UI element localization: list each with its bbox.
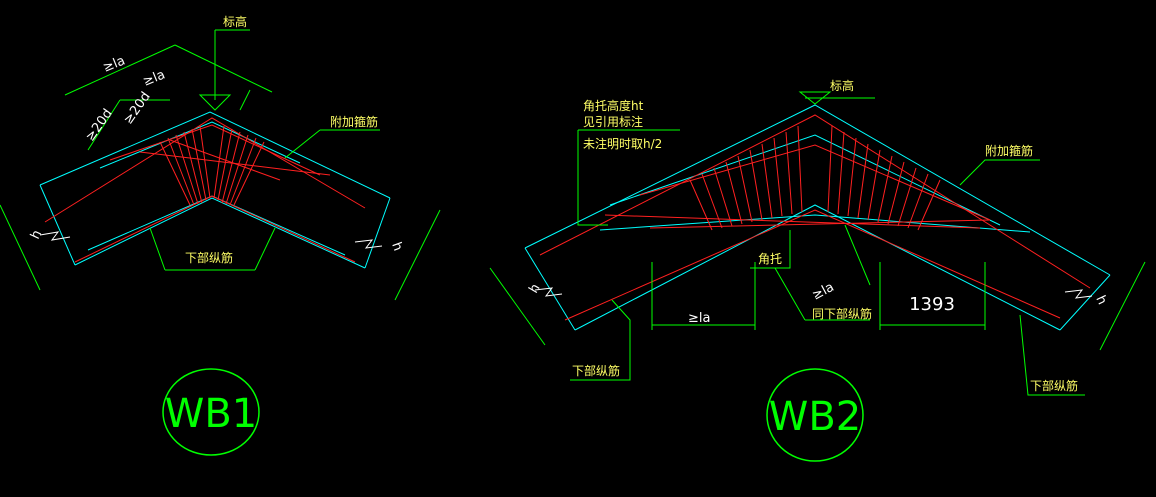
wb1-break-marks (39, 231, 383, 249)
wb1-title: WB1 (165, 391, 257, 437)
wb2-label-haunch: 角托 (758, 252, 782, 266)
wb2-mark-h-right: h (1092, 293, 1109, 307)
wb2-title-ellipse (766, 368, 864, 462)
wb2-rebar (539, 114, 1091, 321)
wb1-extra-stirrups (159, 125, 265, 206)
wb2-dim-la-left: ≥la (688, 311, 710, 326)
wb1-dim-20d-1: ≥20d (83, 106, 116, 144)
wb1-label-elevation: 标高 (223, 14, 247, 29)
wb2-dimension-lines (489, 91, 1146, 396)
wb1-dim-la-1: ≥la (101, 53, 127, 75)
wb2-label-bottom-bar-right: 下部纵筋 (1030, 378, 1078, 393)
wb2-label-extra-stirrup: 附加箍筋 (985, 143, 1033, 158)
wb2-slab-outline (524, 104, 1111, 331)
wb2-detail: 标高 角托高度ht 见引用标注 未注明时取h/2 附加箍筋 角托 同下部纵筋 下… (489, 78, 1146, 462)
wb2-title: WB2 (769, 394, 861, 440)
wb1-label-bottom-bar: 下部纵筋 (185, 250, 233, 265)
wb1-label-extra-stirrup: 附加箍筋 (330, 114, 378, 129)
wb1-mark-h-right: h (388, 240, 405, 253)
wb1-dim-la-2: ≥la (141, 67, 167, 89)
wb2-label-bottom-bar-left: 下部纵筋 (572, 363, 620, 378)
wb2-note-line-1: 角托高度ht (583, 98, 644, 113)
wb1-dimension-lines (0, 29, 441, 301)
wb2-break-marks (534, 287, 1093, 299)
wb2-dim-la-right: ≥la (810, 280, 837, 304)
wb1-detail: 标高 附加箍筋 下部纵筋 ≥la ≥la ≥20d ≥20d h h WB1 (0, 14, 441, 456)
wb1-dim-20d-2: ≥20d (121, 89, 154, 127)
wb1-mark-h-left: h (28, 228, 45, 242)
wb1-title-ellipse (162, 368, 260, 456)
wb2-mark-h-left: h (526, 281, 543, 296)
wb2-label-top-bottom-bar: 同下部纵筋 (812, 306, 872, 321)
wb2-note-line-2: 见引用标注 (583, 114, 643, 129)
wb2-note-line-3: 未注明时取h/2 (583, 136, 662, 151)
wb2-extra-stirrups (689, 125, 941, 231)
wb2-label-elevation: 标高 (830, 78, 854, 93)
wb1-rebar (44, 117, 366, 263)
wb2-dim-value: 1393 (909, 294, 955, 315)
